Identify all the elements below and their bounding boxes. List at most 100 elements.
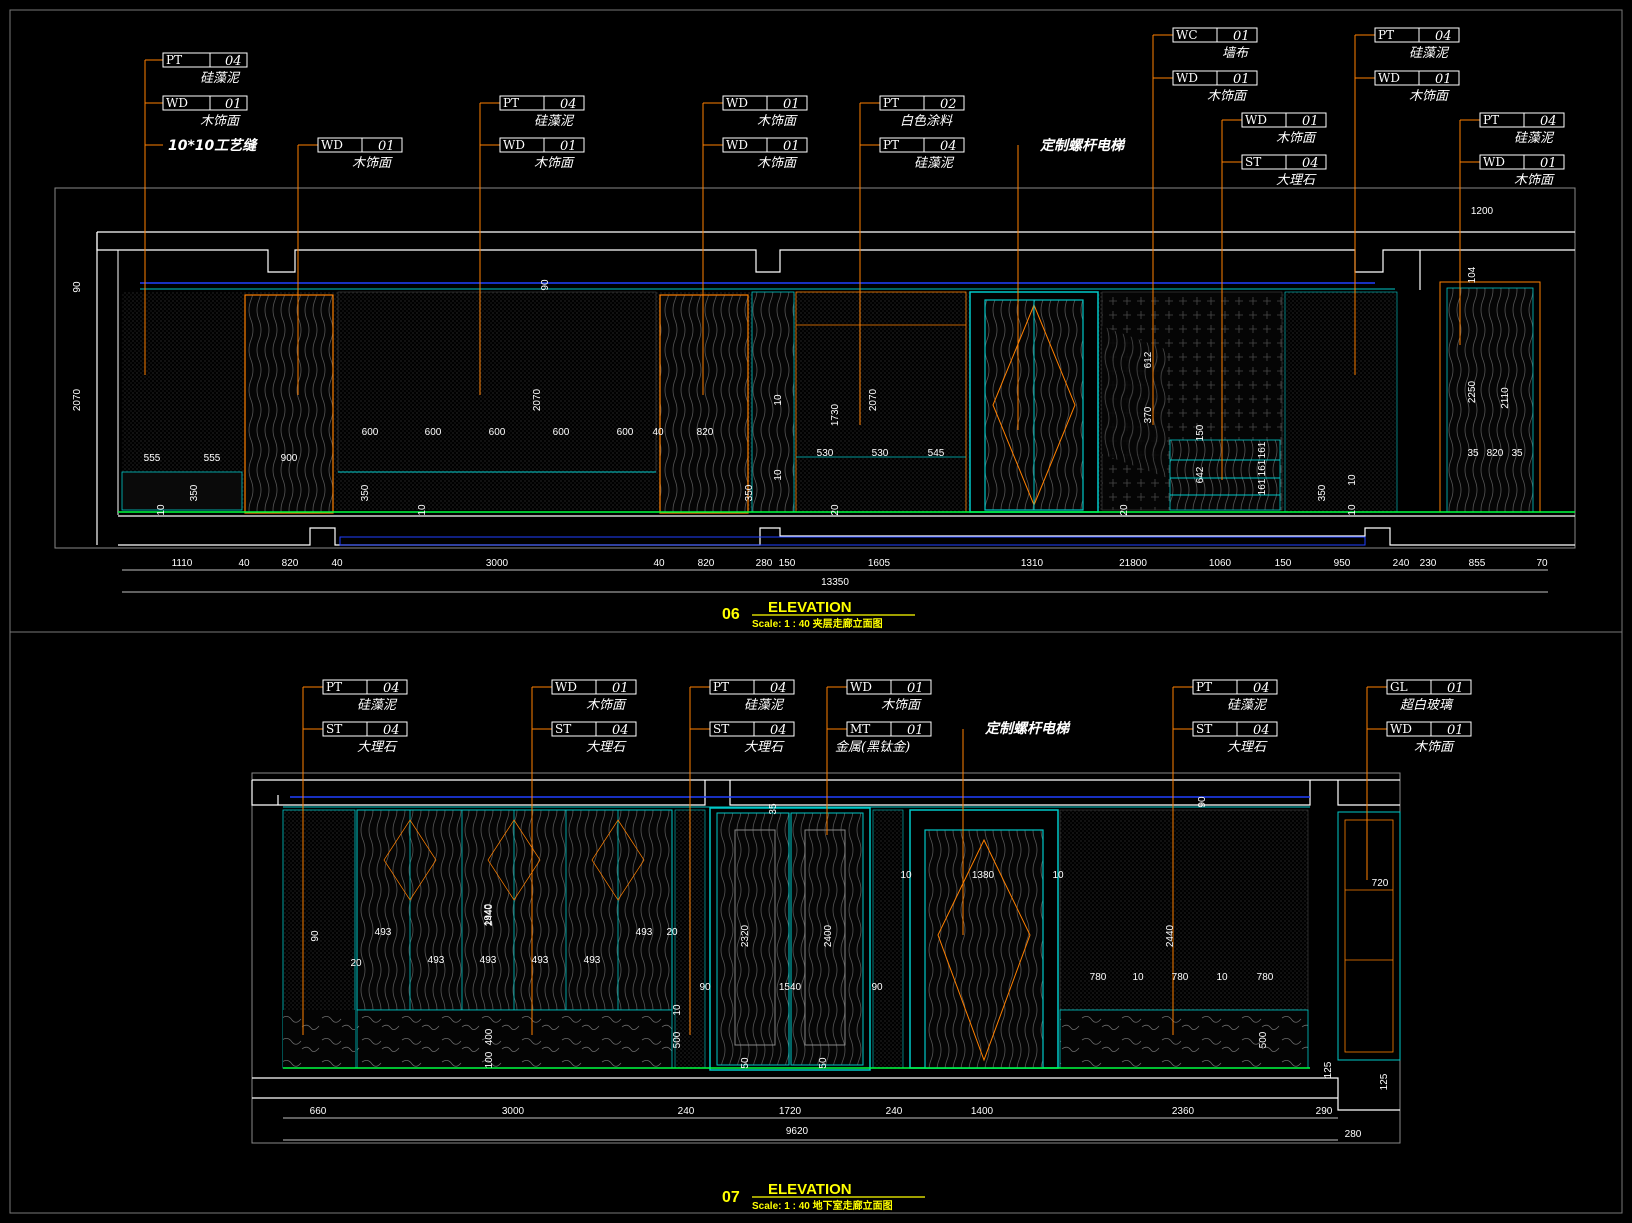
svg-text:ST: ST [1245, 155, 1261, 169]
dimension-label: 150 [779, 558, 796, 569]
svg-text:WD: WD [1390, 722, 1412, 736]
svg-text:WD: WD [1245, 113, 1267, 127]
dimension-label: 530 [872, 448, 889, 459]
svg-text:ELEVATION: ELEVATION [768, 1181, 852, 1198]
dimension-label: 2070 [72, 388, 83, 411]
dimension-label: 660 [310, 1106, 327, 1117]
svg-text:04: 04 [940, 139, 957, 154]
svg-text:木饰面: 木饰面 [534, 156, 575, 171]
dimension-label: 493 [375, 927, 392, 938]
dimension-label: 1730 [830, 403, 841, 426]
svg-text:木饰面: 木饰面 [1207, 89, 1248, 104]
svg-text:WD: WD [1176, 71, 1198, 85]
note-text: 定制螺杆电梯 [1039, 137, 1126, 154]
svg-text:WD: WD [726, 96, 748, 110]
svg-text:MT: MT [850, 722, 870, 736]
svg-text:02: 02 [940, 97, 957, 112]
dimension-label: 161 [1257, 441, 1268, 458]
dimension-label: 1060 [1209, 558, 1232, 569]
svg-text:01: 01 [783, 97, 800, 112]
svg-text:04: 04 [225, 54, 242, 69]
svg-text:WD: WD [726, 138, 748, 152]
svg-text:硅藻泥: 硅藻泥 [914, 156, 955, 171]
dimension-label: 2440 [1165, 924, 1176, 947]
svg-text:ST: ST [326, 722, 342, 736]
glass-panel [1337, 811, 1401, 1061]
door-panel [244, 294, 334, 514]
leader-lines [302, 686, 1387, 1035]
svg-text:04: 04 [383, 681, 400, 696]
svg-text:01: 01 [1540, 156, 1557, 171]
dimension-label: 240 [678, 1106, 695, 1117]
dimension-label: 90 [540, 279, 551, 291]
dimension-label: 90 [1197, 796, 1208, 808]
dimension-label: 10 [672, 1004, 683, 1016]
svg-text:WD: WD [166, 96, 188, 110]
dimension-label: 40 [652, 427, 664, 438]
svg-text:PT: PT [883, 138, 899, 152]
dimension-label: 35 [1467, 448, 1479, 459]
svg-text:Scale: 1 : 40 夹层走廊立面图: Scale: 1 : 40 夹层走廊立面图 [752, 617, 883, 630]
svg-text:硅藻泥: 硅藻泥 [534, 114, 575, 129]
svg-text:Scale: 1 : 40 地下室走廊立面图: Scale: 1 : 40 地下室走廊立面图 [752, 1199, 893, 1212]
svg-text:硅藻泥: 硅藻泥 [1409, 46, 1450, 61]
dimension-label: 612 [1143, 351, 1154, 368]
svg-text:06: 06 [722, 606, 740, 623]
svg-text:PT: PT [1483, 113, 1499, 127]
dimension-label: 400 [484, 1028, 495, 1045]
dimension-label: 493 [480, 955, 497, 966]
dimension-label: 10 [417, 504, 428, 516]
dimension-label: 125 [1379, 1073, 1390, 1090]
drawing-title: 07 ELEVATION Scale: 1 : 40 地下室走廊立面图 [722, 1181, 925, 1212]
svg-text:01: 01 [1302, 114, 1319, 129]
svg-text:01: 01 [1447, 723, 1464, 738]
svg-text:PT: PT [166, 53, 182, 67]
svg-text:硅藻泥: 硅藻泥 [1227, 698, 1268, 713]
dimension-label: 350 [360, 484, 371, 501]
svg-text:超白玻璃: 超白玻璃 [1400, 698, 1454, 713]
dimension-label: 3000 [486, 558, 509, 569]
svg-text:WD: WD [1378, 71, 1400, 85]
dimension-label: 600 [553, 427, 570, 438]
dimension-label: 10 [1347, 504, 1358, 516]
dimension-label: 10 [1347, 474, 1358, 486]
svg-text:01: 01 [907, 681, 924, 696]
dimension-label: 104 [1467, 266, 1478, 283]
svg-text:木饰面: 木饰面 [586, 698, 627, 713]
svg-text:04: 04 [1253, 723, 1270, 738]
dimension-label: 40 [653, 558, 665, 569]
dimension-label: 10 [773, 394, 784, 406]
dimension-label: 90 [699, 982, 711, 993]
dimension-label: 350 [744, 484, 755, 501]
dimension-label: 642 [1195, 466, 1206, 483]
dimension-label: 855 [1469, 558, 1486, 569]
dimension-label: 900 [281, 453, 298, 464]
sheet-border [9, 9, 1623, 1214]
dimension-label: 780 [1090, 972, 1107, 983]
ceiling-slab [251, 779, 1400, 806]
dimension-label: 90 [72, 281, 83, 293]
dimension-label: 50 [818, 1057, 829, 1069]
svg-text:大理石: 大理石 [357, 740, 398, 755]
dimension-label: 780 [1172, 972, 1189, 983]
door-panel [659, 294, 749, 514]
dimension-label: 2320 [740, 924, 751, 947]
dimension-label: 600 [617, 427, 634, 438]
dimension-label: 40 [331, 558, 343, 569]
svg-text:木饰面: 木饰面 [757, 156, 798, 171]
dimension-label: 1605 [868, 558, 891, 569]
dimension-label: 161 [1257, 459, 1268, 476]
